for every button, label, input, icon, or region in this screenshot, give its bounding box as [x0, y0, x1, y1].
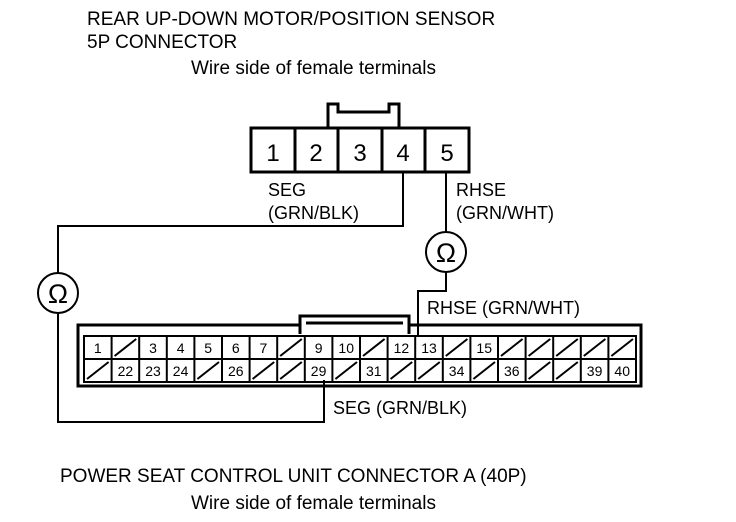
seg-probe-lead-upper — [57, 172, 404, 273]
ohm-symbol-icon — [425, 231, 467, 273]
unused-terminal-slash — [583, 338, 607, 357]
seg-wire-color-top: (GRN/BLK) — [268, 203, 359, 223]
unused-terminal-slash — [500, 338, 524, 357]
seg-wire — [57, 172, 404, 423]
pin-40p-9: 9 — [315, 340, 323, 356]
pin-5p-1: 1 — [266, 140, 279, 167]
unused-terminal-slash — [417, 361, 441, 380]
pin-40p-26: 26 — [228, 363, 244, 379]
unit-title: POWER SEAT CONTROL UNIT CONNECTOR A (40P… — [60, 466, 527, 487]
pin-40p-6: 6 — [232, 340, 240, 356]
sensor-connector-label: 5P CONNECTOR — [87, 32, 237, 53]
connector-5p: 1 2 3 4 5 — [249, 102, 471, 174]
pin-40p-31: 31 — [366, 363, 382, 379]
unused-terminal-slash — [445, 338, 469, 357]
seg-wire-label-top: SEG — [268, 180, 306, 200]
ohmmeter-right: Ω — [425, 231, 467, 273]
seg-wire-label-bottom: SEG (GRN/BLK) — [333, 398, 467, 418]
pin-40p-15: 15 — [476, 340, 492, 356]
pin-40p-22: 22 — [118, 363, 134, 379]
pin-40p-5: 5 — [204, 340, 212, 356]
pin-40p-36: 36 — [504, 363, 520, 379]
pin-40p-29: 29 — [311, 363, 327, 379]
rhse-wire — [417, 172, 447, 336]
pin-5p-2: 2 — [309, 140, 322, 167]
unused-terminal-slash — [196, 361, 220, 380]
pin-40p-23: 23 — [145, 363, 161, 379]
unused-terminal-slash — [334, 361, 358, 380]
ohmmeter-left: Ω — [37, 272, 79, 314]
pin-40p-13: 13 — [421, 340, 437, 356]
sensor-title: REAR UP-DOWN MOTOR/POSITION SENSOR — [87, 9, 495, 30]
connector-40p-housing — [76, 314, 643, 388]
unused-terminal-slash — [251, 361, 275, 380]
pin-40p-24: 24 — [173, 363, 189, 379]
pin-5p-5: 5 — [440, 140, 453, 167]
pin-5p-3: 3 — [353, 140, 366, 167]
unused-terminal-slash — [527, 361, 551, 380]
pin-40p-4: 4 — [177, 340, 185, 356]
unused-terminal-slash — [362, 338, 386, 357]
pin-40p-12: 12 — [394, 340, 410, 356]
pin-40p-40: 40 — [614, 363, 630, 379]
unused-terminal-slash — [279, 338, 303, 357]
pin-40p-3: 3 — [149, 340, 157, 356]
rhse-wire-label-bottom: RHSE (GRN/WHT) — [427, 298, 580, 318]
seg-probe-lead-lower — [57, 313, 325, 423]
ohm-glyph: Ω — [436, 238, 456, 268]
rhse-wire-color-top: (GRN/WHT) — [456, 203, 554, 223]
unit-subtitle: Wire side of female terminals — [191, 493, 436, 514]
pin-40p-7: 7 — [260, 340, 268, 356]
connector-5p-latch — [326, 102, 401, 128]
ohm-symbol-icon — [37, 272, 79, 314]
pin-40p-10: 10 — [338, 340, 354, 356]
connector-5p-housing — [249, 126, 471, 174]
rhse-wire-label-top: RHSE — [456, 180, 506, 200]
sensor-subtitle: Wire side of female terminals — [191, 58, 436, 79]
ohm-glyph: Ω — [48, 279, 68, 309]
pin-5p-4: 4 — [396, 140, 409, 167]
unused-terminal-slash — [610, 338, 634, 357]
rhse-probe-lead-lower — [417, 272, 447, 336]
unused-terminal-slash — [113, 338, 137, 357]
unused-terminal-slash — [279, 361, 303, 380]
unused-terminal-slash — [389, 361, 413, 380]
unused-terminal-slash — [555, 338, 579, 357]
pin-40p-39: 39 — [587, 363, 603, 379]
unused-terminal-slash — [555, 361, 579, 380]
pin-40p-1: 1 — [94, 340, 102, 356]
unused-terminal-slash — [472, 361, 496, 380]
unused-terminal-slash — [527, 338, 551, 357]
unused-terminal-slash — [86, 361, 110, 380]
pin-40p-34: 34 — [449, 363, 465, 379]
